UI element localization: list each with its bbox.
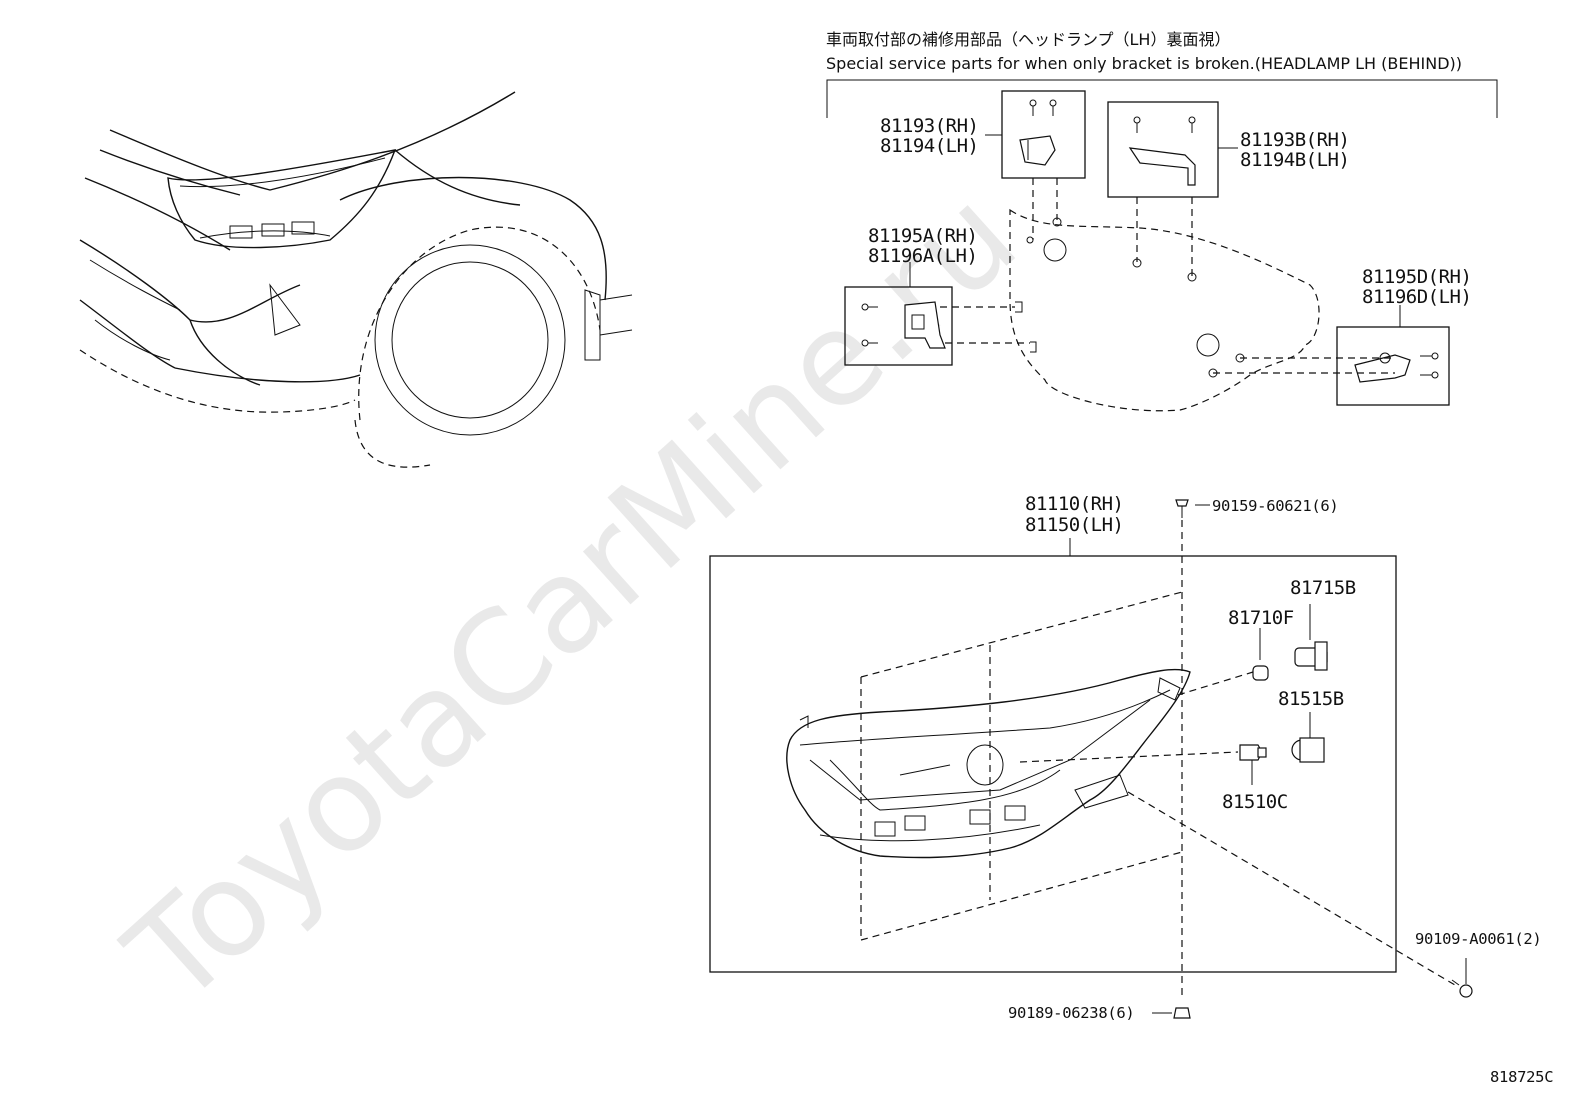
screw-90159 [1175,499,1210,518]
bulb-81510c [1019,744,1267,785]
assembly-frame [709,555,1397,973]
label-81710f: 81710F [1228,607,1294,629]
watermark-text: ToyotaCarMine.ru [98,160,1044,1034]
header-bracket-line [826,79,1498,118]
bracket-box-81195d [1213,305,1450,406]
figure-id: 818725C [1490,1068,1553,1086]
label-81510c: 81510C [1222,791,1288,813]
headlamp-rear-housing [1009,208,1320,412]
label-81515b: 81515B [1278,688,1344,710]
header-title-ja: 車両取付部の補修用部品（ヘッドランプ（LH）裏面視） [826,30,1230,49]
label-90159: 90159-60621(6) [1212,497,1338,515]
label-81193-rh: 81193(RH) [880,115,978,137]
label-81196d-lh: 81196D(LH) [1362,286,1471,308]
vehicle-front-illustration [79,91,633,468]
label-81194b-lh: 81194B(LH) [1240,149,1349,171]
label-81110-rh: 81110(RH) [1025,493,1123,515]
label-81194-lh: 81194(LH) [880,135,978,157]
label-90109: 90109-A0061(2) [1415,930,1541,948]
bracket-box-81193 [985,90,1086,240]
header-title-en: Special service parts for when only brac… [826,54,1462,73]
label-81196a-lh: 81196A(LH) [868,245,977,267]
screw-90189 [1152,1007,1191,1019]
socket-81515b [1291,712,1325,763]
label-81150-lh: 81150(LH) [1025,514,1123,536]
label-90189: 90189-06238(6) [1008,1004,1134,1022]
bracket-box-81193b [1107,101,1238,276]
label-81195a-rh: 81195A(RH) [868,225,977,247]
headlamp-unit [786,591,1191,941]
bolt-90109 [1451,958,1473,998]
bulb-81710f [1177,628,1269,696]
socket-81715b [1294,604,1328,671]
label-81193b-rh: 81193B(RH) [1240,129,1349,151]
bracket-box-81195a [844,262,1030,366]
label-81195d-rh: 81195D(RH) [1362,266,1471,288]
label-81715b: 81715B [1290,577,1356,599]
